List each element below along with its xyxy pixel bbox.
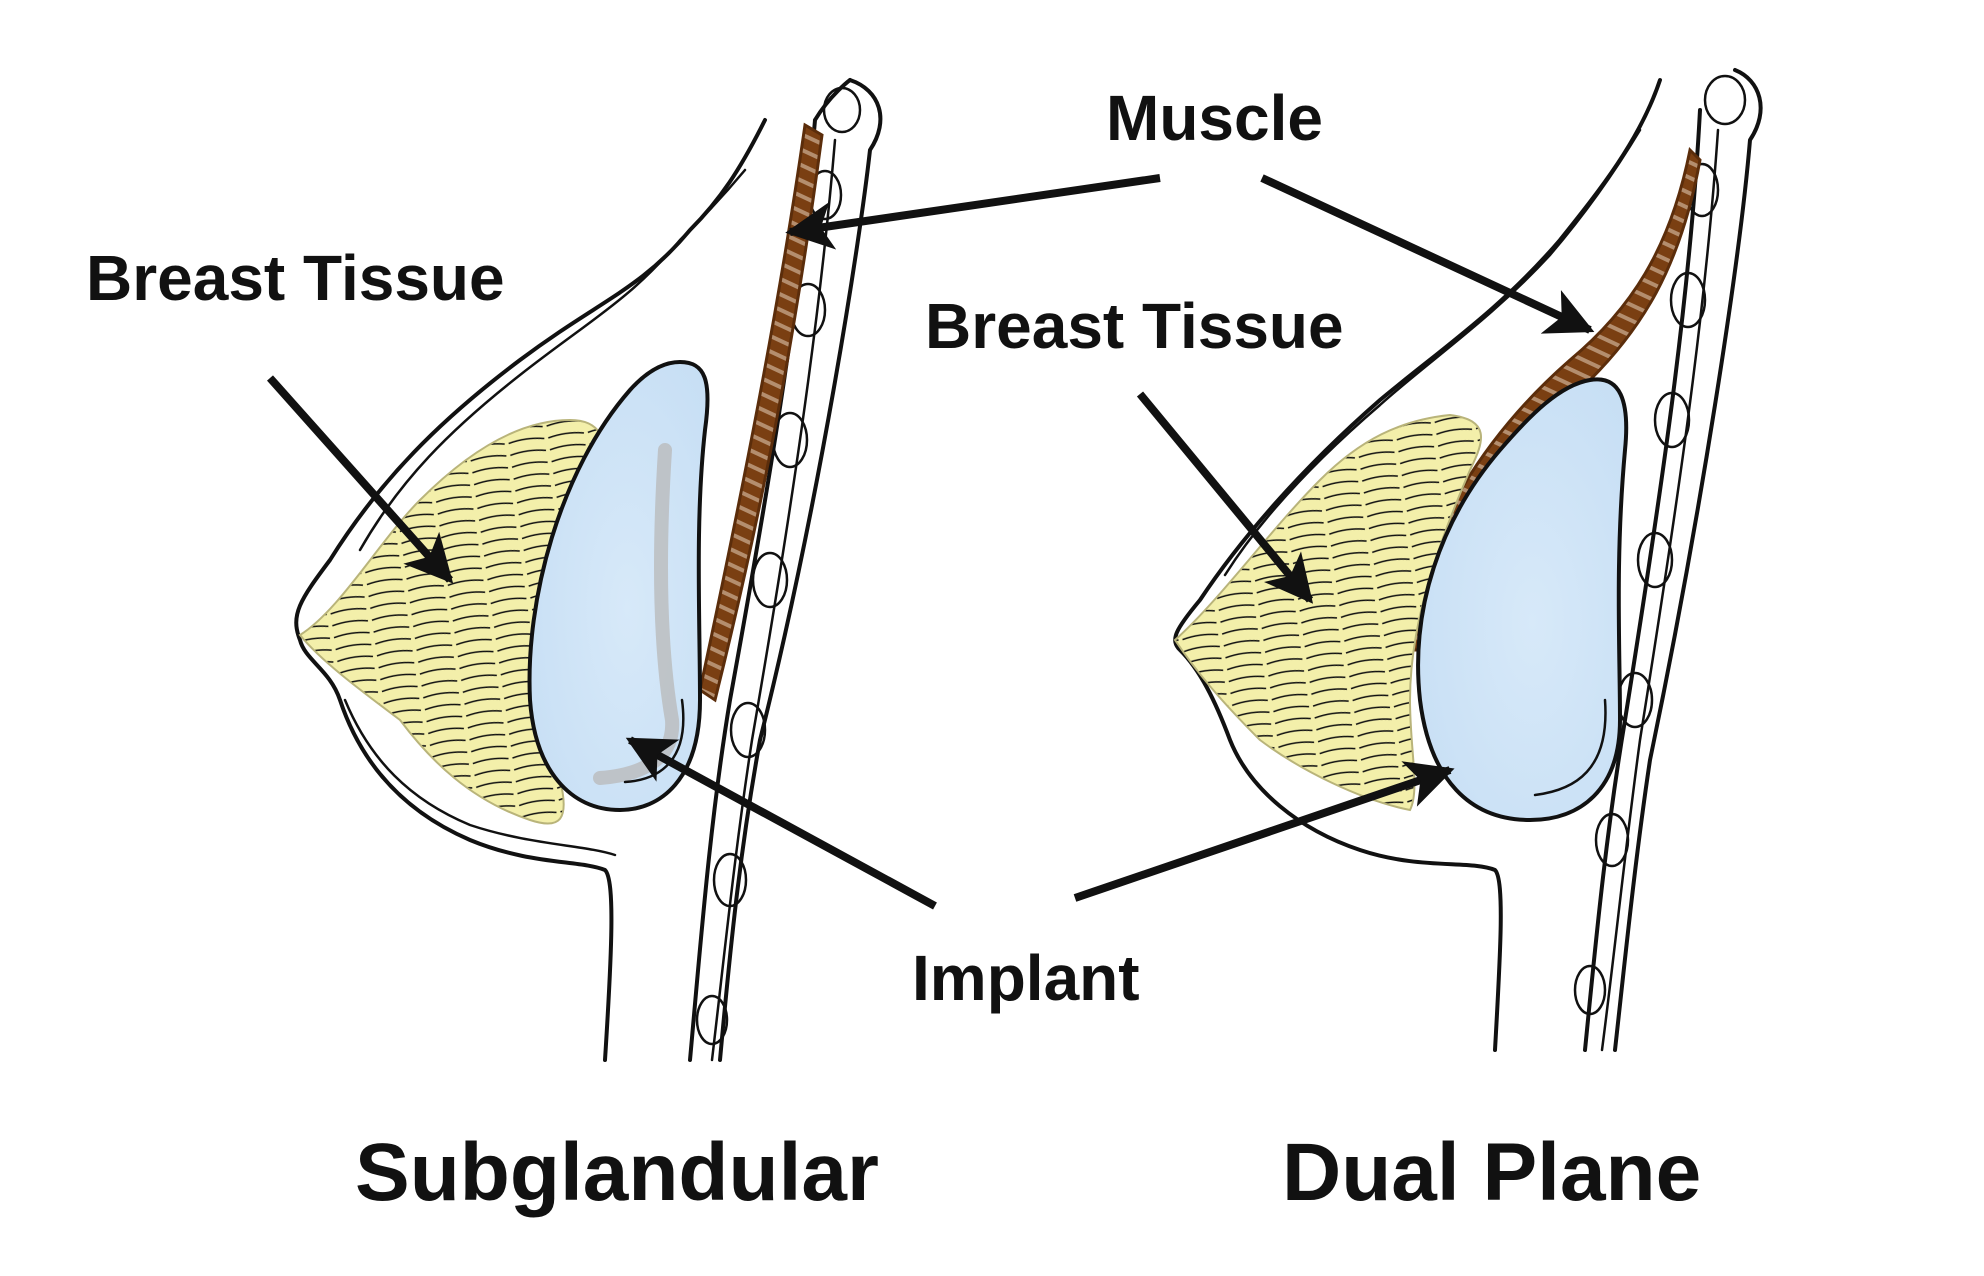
arrow-implant-right bbox=[1073, 761, 1455, 902]
muscle-band bbox=[698, 122, 824, 703]
arrow-implant-left bbox=[625, 736, 937, 910]
implant bbox=[1416, 377, 1629, 823]
rib-cross-sections bbox=[695, 86, 862, 1046]
callout-arrows bbox=[267, 174, 1595, 910]
label-implant: Implant bbox=[912, 942, 1140, 1014]
label-muscle: Muscle bbox=[1106, 82, 1323, 154]
caption-dual-plane: Dual Plane bbox=[1282, 1127, 1701, 1218]
arrow-muscle-left bbox=[785, 174, 1161, 250]
skin-outline bbox=[294, 118, 767, 1062]
chest-wall-outer bbox=[1613, 68, 1763, 1052]
skin-inner-line bbox=[358, 168, 747, 552]
caption-subglandular: Subglandular bbox=[355, 1127, 879, 1218]
skin-lower-inner-line bbox=[343, 698, 617, 857]
dual-plane-panel bbox=[1173, 68, 1763, 1052]
subglandular-panel bbox=[294, 78, 883, 1062]
skin-inner-line bbox=[1223, 128, 1642, 577]
arrow-breast-tissue-right bbox=[1136, 391, 1314, 604]
label-breast-tissue-left: Breast Tissue bbox=[86, 242, 505, 314]
label-breast-tissue-right: Breast Tissue bbox=[925, 290, 1344, 362]
skin-outline bbox=[1173, 78, 1662, 1052]
arrow-breast-tissue-left bbox=[267, 375, 454, 584]
arrow-muscle-right bbox=[1260, 174, 1595, 334]
implant-fold bbox=[1533, 698, 1607, 797]
